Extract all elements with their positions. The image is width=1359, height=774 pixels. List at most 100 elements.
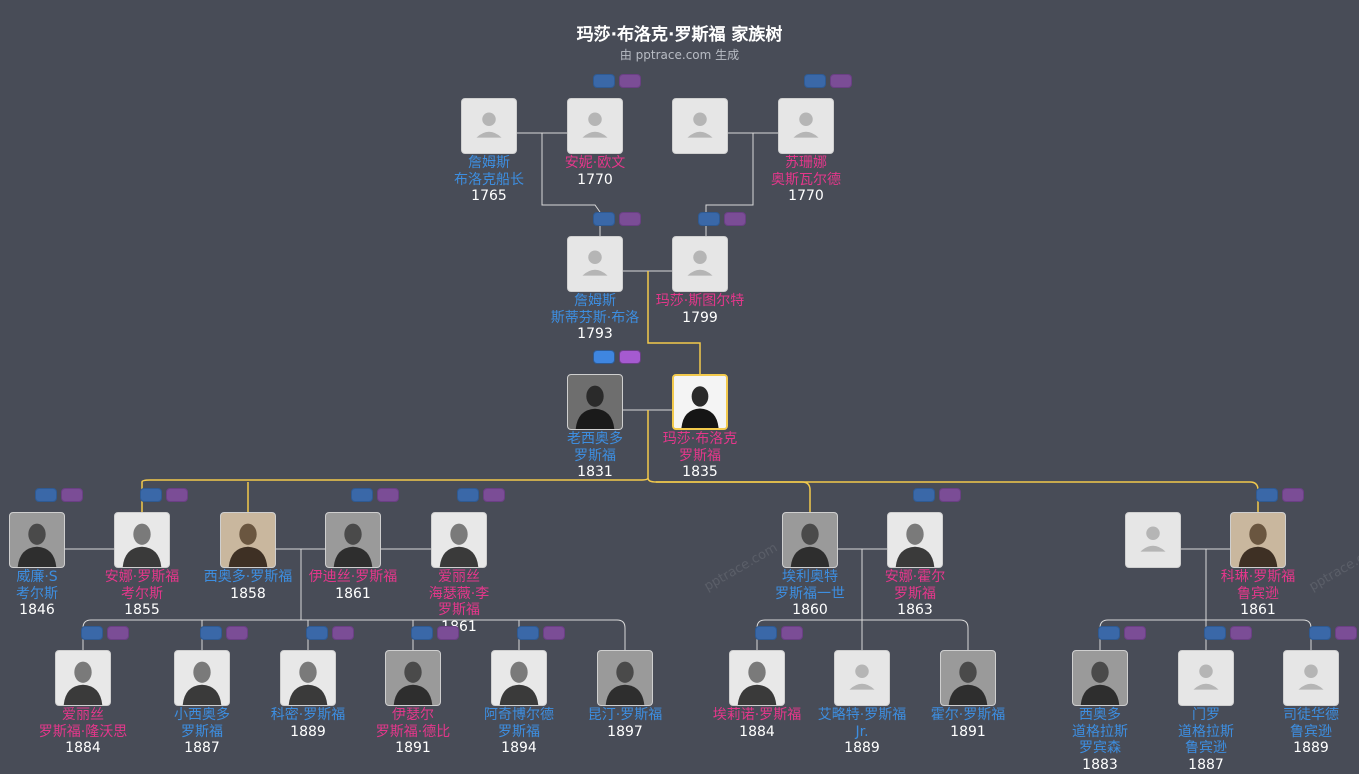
avatar-placeholder-icon[interactable] (1125, 512, 1181, 568)
person-photo[interactable] (220, 512, 276, 568)
person-name[interactable]: 罗斯福·德比 (375, 723, 451, 740)
expand-spouse-button[interactable] (939, 488, 961, 502)
person-name[interactable]: 玛莎·斯图尔特 (655, 293, 745, 309)
person-name[interactable]: 鲁宾逊 (1290, 723, 1332, 740)
person-photo[interactable] (280, 650, 336, 706)
person-name[interactable]: 斯蒂芬斯·布洛 (550, 309, 640, 326)
person-name[interactable]: Jr. (855, 723, 869, 740)
person-name[interactable]: 伊迪丝·罗斯福 (308, 569, 398, 585)
person-photo[interactable] (940, 650, 996, 706)
expand-spouse-button[interactable] (483, 488, 505, 502)
expand-spouse-button[interactable] (437, 626, 459, 640)
expand-parents-button[interactable] (81, 626, 103, 640)
person-photo[interactable] (114, 512, 170, 568)
person-name[interactable]: 罗斯福 (181, 723, 223, 740)
expand-parents-button[interactable] (35, 488, 57, 502)
expand-spouse-button[interactable] (830, 74, 852, 88)
expand-parents-button[interactable] (457, 488, 479, 502)
person-name[interactable]: 安妮·欧文 (564, 155, 626, 171)
avatar-placeholder-icon[interactable] (567, 98, 623, 154)
person-name[interactable]: 门罗 (1192, 707, 1220, 723)
expand-parents-button[interactable] (698, 212, 720, 226)
person-name[interactable]: 海瑟薇·李 (428, 585, 490, 602)
person-name[interactable]: 西奥多 (1079, 707, 1121, 723)
person-name[interactable]: 罗宾森 (1079, 740, 1121, 756)
expand-spouse-button[interactable] (619, 74, 641, 88)
person-photo[interactable] (597, 650, 653, 706)
person-photo[interactable] (431, 512, 487, 568)
person-name[interactable]: 昆汀·罗斯福 (587, 707, 663, 723)
expand-spouse-button[interactable] (166, 488, 188, 502)
expand-parents-button[interactable] (913, 488, 935, 502)
person-name[interactable]: 霍尔·罗斯福 (930, 707, 1006, 723)
expand-spouse-button[interactable] (781, 626, 803, 640)
person-photo[interactable] (325, 512, 381, 568)
person-name[interactable]: 小西奥多 (174, 707, 230, 723)
person-name[interactable]: 罗斯福 (438, 602, 480, 618)
person-photo[interactable] (729, 650, 785, 706)
expand-spouse-button[interactable] (1230, 626, 1252, 640)
person-name[interactable]: 埃莉诺·罗斯福 (712, 707, 802, 723)
avatar-placeholder-icon[interactable] (778, 98, 834, 154)
avatar-placeholder-icon[interactable] (672, 98, 728, 154)
person-photo[interactable] (385, 650, 441, 706)
person-photo[interactable] (1072, 650, 1128, 706)
person-photo[interactable] (672, 374, 728, 430)
expand-spouse-button[interactable] (543, 626, 565, 640)
expand-parents-button[interactable] (140, 488, 162, 502)
person-name[interactable]: 罗斯福一世 (775, 585, 845, 602)
expand-parents-button[interactable] (517, 626, 539, 640)
person-name[interactable]: 罗斯福 (894, 585, 936, 602)
expand-parents-button[interactable] (804, 74, 826, 88)
person-name[interactable]: 西奥多·罗斯福 (203, 569, 293, 585)
person-name[interactable]: 詹姆斯 (574, 293, 616, 309)
person-name[interactable]: 安娜·罗斯福 (104, 569, 180, 585)
person-name[interactable]: 罗斯福 (574, 447, 616, 464)
person-name[interactable]: 威廉·S (16, 569, 58, 585)
expand-parents-button[interactable] (593, 350, 615, 364)
expand-spouse-button[interactable] (377, 488, 399, 502)
expand-parents-button[interactable] (1256, 488, 1278, 502)
person-name[interactable]: 考尔斯 (121, 585, 163, 602)
expand-parents-button[interactable] (1309, 626, 1331, 640)
person-name[interactable]: 罗斯福 (679, 447, 721, 464)
expand-parents-button[interactable] (1098, 626, 1120, 640)
expand-spouse-button[interactable] (1282, 488, 1304, 502)
avatar-placeholder-icon[interactable] (1178, 650, 1234, 706)
expand-parents-button[interactable] (411, 626, 433, 640)
person-name[interactable]: 老西奥多 (567, 431, 623, 447)
person-photo[interactable] (567, 374, 623, 430)
expand-parents-button[interactable] (1204, 626, 1226, 640)
person-name[interactable]: 鲁宾逊 (1237, 585, 1279, 602)
avatar-placeholder-icon[interactable] (672, 236, 728, 292)
expand-spouse-button[interactable] (107, 626, 129, 640)
expand-spouse-button[interactable] (619, 212, 641, 226)
person-name[interactable]: 安娜·霍尔 (884, 569, 946, 585)
person-photo[interactable] (887, 512, 943, 568)
person-name[interactable]: 罗斯福·隆沃思 (38, 723, 128, 740)
expand-spouse-button[interactable] (226, 626, 248, 640)
person-name[interactable]: 奥斯瓦尔德 (771, 171, 841, 188)
person-card[interactable] (640, 98, 760, 218)
expand-parents-button[interactable] (306, 626, 328, 640)
expand-parents-button[interactable] (200, 626, 222, 640)
person-name[interactable]: 伊瑟尔 (392, 707, 434, 723)
